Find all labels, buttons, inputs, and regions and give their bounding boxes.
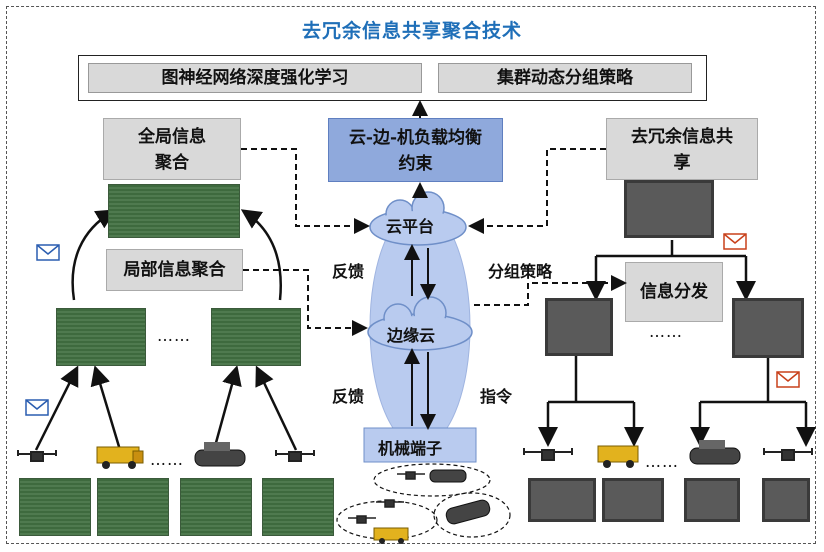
local-aggregation-label: 局部信息聚合 bbox=[123, 260, 226, 280]
drone-icon bbox=[523, 448, 573, 461]
map-tile-sub-2 bbox=[97, 478, 169, 536]
truck-icon bbox=[373, 527, 409, 544]
feedback-upper-label: 反馈 bbox=[332, 262, 365, 281]
mail-icon bbox=[36, 244, 60, 261]
dedup-sharing-label: 去冗余信息共享 bbox=[631, 127, 733, 173]
map-tile-out-3 bbox=[684, 478, 740, 522]
ellipsis-mid-left: …… bbox=[157, 326, 191, 345]
ground-robot-icon bbox=[194, 442, 246, 467]
truck-icon bbox=[597, 445, 639, 468]
ground-robot-icon bbox=[689, 440, 741, 465]
map-tile-local-1 bbox=[56, 308, 146, 366]
global-aggregation-label: 全局信息聚合 bbox=[138, 127, 206, 173]
feedback-lower-label: 反馈 bbox=[332, 387, 365, 406]
local-aggregation-box: 局部信息聚合 bbox=[106, 249, 243, 291]
cloud-platform-label: 云平台 bbox=[386, 217, 435, 236]
top-methods-box: 图神经网络深度强化学习 集群动态分组策略 bbox=[78, 55, 707, 101]
group-strategy-label: 分组策略 bbox=[488, 262, 553, 281]
truck-icon bbox=[96, 446, 144, 469]
ground-robot-icon bbox=[429, 469, 491, 525]
map-tile-shared bbox=[624, 180, 714, 238]
map-tile-global bbox=[108, 184, 240, 238]
global-aggregation-box: 全局信息聚合 bbox=[103, 118, 241, 180]
gnn-drl-label: 图神经网络深度强化学习 bbox=[88, 63, 422, 93]
map-tile-dist-1 bbox=[545, 298, 613, 356]
mail-icon bbox=[776, 371, 800, 388]
ellipsis-bottom-left: …… bbox=[150, 450, 184, 469]
mail-icon bbox=[25, 399, 49, 416]
map-tile-sub-3 bbox=[180, 478, 252, 536]
ellipsis-mid-right: …… bbox=[649, 322, 683, 341]
dashed-frame bbox=[6, 6, 816, 544]
mail-icon bbox=[723, 233, 747, 250]
swarm-group-1 bbox=[373, 463, 491, 497]
info-distribution-box: 信息分发 bbox=[625, 262, 723, 322]
drone-icon bbox=[275, 450, 315, 462]
map-tile-out-1 bbox=[528, 478, 596, 522]
drone-icon bbox=[348, 471, 425, 524]
terminal-box bbox=[363, 427, 477, 463]
edge-cloud-shape bbox=[367, 296, 473, 351]
map-tile-sub-4 bbox=[262, 478, 334, 536]
dedup-sharing-box: 去冗余信息共享 bbox=[606, 118, 758, 180]
command-label: 指令 bbox=[480, 387, 513, 406]
info-distribution-label: 信息分发 bbox=[640, 282, 708, 302]
drone-icon bbox=[17, 450, 57, 462]
map-tile-out-4 bbox=[762, 478, 810, 522]
drone-icon bbox=[763, 448, 813, 461]
map-tile-out-2 bbox=[602, 478, 664, 522]
terminal-label: 机械端子 bbox=[378, 439, 443, 458]
ellipsis-bottom-right: …… bbox=[645, 452, 679, 471]
map-tile-local-2 bbox=[211, 308, 301, 366]
edge-cloud-label: 边缘云 bbox=[387, 326, 436, 345]
map-tile-sub-1 bbox=[19, 478, 91, 536]
dynamic-grouping-label: 集群动态分组策略 bbox=[438, 63, 692, 93]
map-tile-dist-2 bbox=[732, 298, 804, 358]
cloud-edge-constraint-label: 云-边-机负载均衡约束 bbox=[348, 128, 483, 174]
cloud-edge-constraint-box: 云-边-机负载均衡约束 bbox=[328, 118, 503, 182]
swarm-group-3 bbox=[433, 492, 511, 538]
diagram-title: 去冗余信息共享聚合技术 bbox=[301, 20, 522, 42]
